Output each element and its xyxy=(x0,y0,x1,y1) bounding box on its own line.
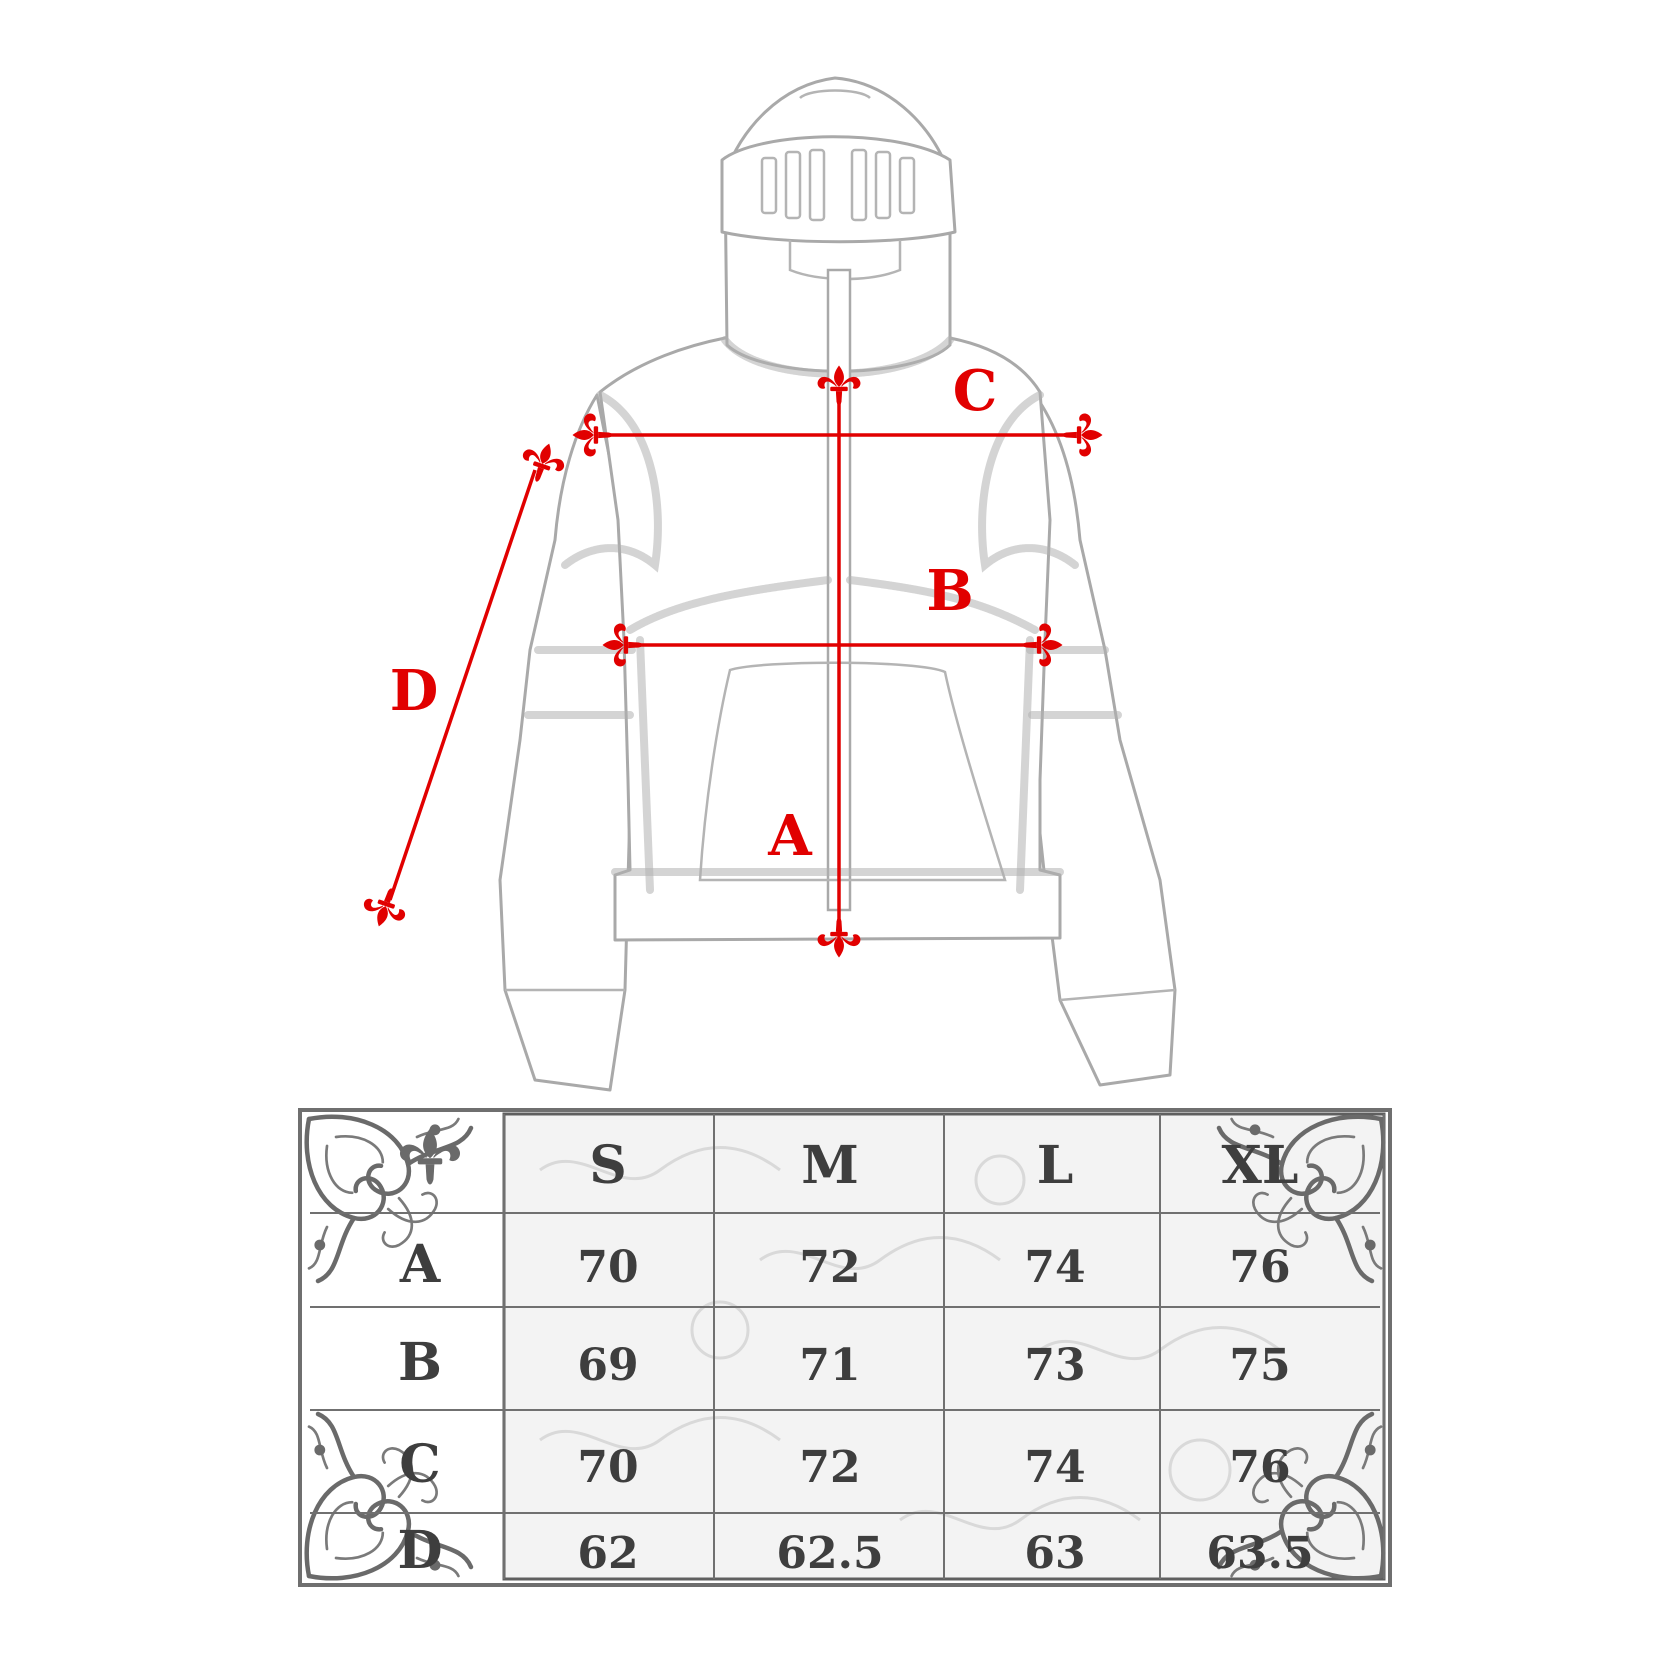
measure-line-d xyxy=(388,469,537,901)
right-sleeve-bands xyxy=(1026,646,1122,719)
cell-c-l: 74 xyxy=(1024,1442,1085,1493)
fleur-icon-d-top xyxy=(516,436,570,489)
cell-c-s: 70 xyxy=(577,1442,638,1493)
measurement-guides: A B C D xyxy=(358,358,1103,958)
visor-slits xyxy=(760,148,916,222)
size-header-xl: XL xyxy=(1222,1135,1299,1196)
right-cuff-seam xyxy=(1059,988,1176,1002)
cell-b-xl: 75 xyxy=(1229,1340,1290,1391)
left-side-panel-seam xyxy=(636,636,654,894)
left-pauldron xyxy=(561,391,662,573)
chest-seam xyxy=(626,576,1039,634)
right-pauldron xyxy=(978,391,1079,573)
cell-b-m: 71 xyxy=(799,1340,860,1391)
measure-label-c: C xyxy=(953,358,998,424)
right-sleeve xyxy=(1023,393,1177,1087)
row-label-b: B xyxy=(398,1332,442,1393)
cell-a-s: 70 xyxy=(577,1242,638,1293)
fleur-icon-c-right xyxy=(1062,413,1103,457)
table-grid-lines xyxy=(310,1114,1385,1579)
helmet-crest xyxy=(799,89,871,100)
size-header-m: M xyxy=(801,1135,859,1196)
cell-d-l: 63 xyxy=(1024,1528,1085,1579)
cell-d-m: 62.5 xyxy=(776,1528,883,1579)
cell-a-l: 74 xyxy=(1024,1242,1085,1293)
measure-label-b: B xyxy=(926,558,973,624)
cell-d-xl: 63.5 xyxy=(1206,1528,1313,1579)
kangaroo-pocket xyxy=(698,661,1007,882)
measure-label-a: A xyxy=(767,803,813,869)
cell-d-s: 62 xyxy=(577,1528,638,1579)
row-label-d: D xyxy=(397,1520,442,1581)
cell-a-m: 72 xyxy=(799,1242,860,1293)
row-label-c: C xyxy=(399,1434,440,1495)
row-label-a: A xyxy=(399,1234,441,1295)
cell-a-xl: 76 xyxy=(1229,1242,1290,1293)
cell-c-m: 72 xyxy=(799,1442,860,1493)
damask-pattern xyxy=(539,1146,1281,1531)
left-sleeve-bands xyxy=(524,646,636,719)
hoodie-sketch xyxy=(498,76,1177,1092)
left-sleeve xyxy=(498,393,640,1092)
right-side-panel-seam xyxy=(1016,636,1034,894)
fleur-icon-d-bottom xyxy=(358,881,412,934)
helmet-visor xyxy=(720,135,957,244)
cell-b-s: 69 xyxy=(577,1340,638,1391)
cell-b-l: 73 xyxy=(1024,1340,1085,1391)
size-header-l: L xyxy=(1037,1135,1074,1196)
measure-label-d: D xyxy=(390,658,439,724)
cell-c-xl: 76 xyxy=(1229,1442,1290,1493)
size-header-s: S xyxy=(589,1135,627,1196)
